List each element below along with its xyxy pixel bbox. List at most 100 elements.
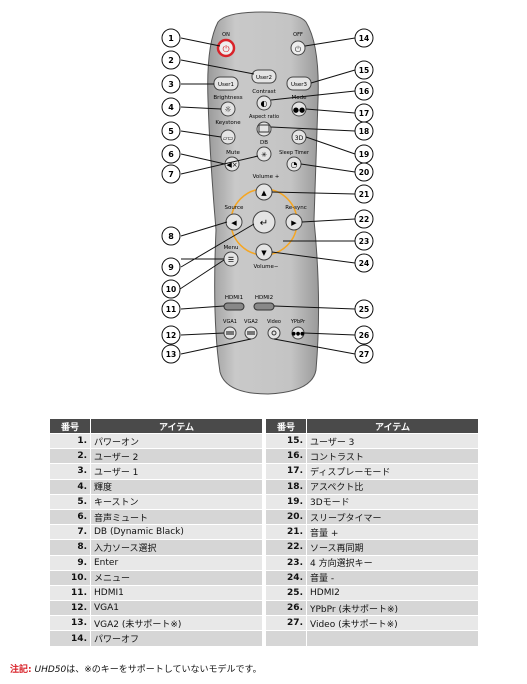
hdmi2-button[interactable] [253, 302, 275, 311]
table-row: 14.パワーオフ [49, 630, 263, 647]
enter-icon: ↵ [260, 218, 268, 229]
callout-25: 25 [359, 305, 369, 314]
table-row: 22.ソース再同期 [265, 539, 479, 556]
label-vga2: VGA2 [244, 319, 258, 325]
row-num: 12. [49, 600, 91, 617]
row-num [265, 630, 307, 647]
brightness-icon: ☼ [224, 105, 231, 114]
callout-11: 11 [166, 305, 176, 314]
aspect-ratio-icon [258, 124, 270, 133]
row-num: 13. [49, 615, 91, 632]
row-num: 3. [49, 463, 91, 480]
row-item: ソース再同期 [306, 539, 479, 556]
label-video: Video [267, 319, 281, 325]
row-item: YPbPr (未サポート※) [306, 600, 479, 617]
user2-button[interactable] [251, 69, 277, 84]
callout-17: 17 [359, 109, 369, 118]
row-num: 6. [49, 509, 91, 526]
power-on-icon: ⏻ [222, 44, 229, 55]
enter-button[interactable] [252, 210, 276, 234]
label-3d: 3D [295, 135, 304, 142]
callout-lines [180, 37, 356, 355]
hdmi1-button[interactable] [223, 302, 245, 311]
row-num: 26. [265, 600, 307, 617]
table-row: 17.ディスプレーモード [265, 463, 479, 480]
row-num: 8. [49, 539, 91, 556]
callout-4: 4 [168, 103, 174, 112]
sleep-timer-icon: ◔ [291, 160, 298, 169]
contrast-button[interactable] [256, 95, 272, 111]
table-row: 7.DB (Dynamic Black) [49, 524, 263, 541]
callout-7: 7 [168, 170, 174, 179]
label-off: OFF [293, 32, 303, 38]
note-model: UHD50 [34, 665, 67, 675]
row-num: 10. [49, 570, 91, 586]
callout-20: 20 [359, 168, 369, 177]
callout-13: 13 [166, 350, 176, 359]
row-item: 音声ミュート [90, 509, 263, 526]
row-num: 11. [49, 585, 91, 602]
vga1-icon [226, 331, 234, 335]
label-vga1: VGA1 [223, 319, 237, 325]
table-row: 15.ユーザー 3 [265, 433, 479, 450]
db-icon: ✳ [261, 151, 267, 159]
callout-26: 26 [359, 331, 369, 340]
row-num: 18. [265, 479, 307, 495]
table-row: 27.Video (未サポート※) [265, 615, 479, 632]
table-row: 9.Enter [49, 555, 263, 571]
table-row [265, 630, 479, 647]
callout-1: 1 [168, 34, 174, 43]
label-mode: Mode [292, 95, 308, 101]
row-num: 20. [265, 509, 307, 526]
table-row: 1.パワーオン [49, 433, 263, 450]
db-button[interactable] [256, 146, 272, 162]
legend-table-left: 番号 アイテム 1.パワーオン 2.ユーザー 2 3.ユーザー 1 4.輝度 5… [49, 418, 263, 647]
label-user3: User3 [291, 82, 308, 88]
row-num: 19. [265, 494, 307, 510]
row-item [306, 630, 479, 647]
label-user1: User1 [218, 82, 234, 88]
label-volume-plus: Volume + [253, 174, 280, 180]
table-row: 19.3Dモード [265, 494, 479, 510]
label-user2: User2 [256, 75, 272, 81]
row-num: 4. [49, 479, 91, 495]
row-num: 25. [265, 585, 307, 602]
row-item: HDMI2 [306, 585, 479, 602]
footnote: 注記: UHD50は、※のキーをサポートしていないモデルです。 [10, 662, 262, 675]
callout-5: 5 [168, 127, 174, 136]
row-num: 22. [265, 539, 307, 556]
row-num: 21. [265, 524, 307, 541]
table-header-row: 番号 アイテム [265, 418, 479, 434]
row-item: アスペクト比 [306, 479, 479, 495]
label-aspect-ratio: Aspect ratio [249, 114, 279, 120]
header-num: 番号 [265, 418, 307, 434]
callout-22: 22 [359, 215, 369, 224]
table-row: 16.コントラスト [265, 448, 479, 465]
callout-6: 6 [168, 150, 174, 159]
power-off-button[interactable] [290, 40, 306, 56]
row-item: 輝度 [90, 479, 263, 495]
row-item: スリープタイマー [306, 509, 479, 526]
callout-16: 16 [359, 87, 369, 96]
row-num: 14. [49, 630, 91, 647]
callout-2: 2 [168, 56, 174, 65]
legend-table-right: 番号 アイテム 15.ユーザー 3 16.コントラスト 17.ディスプレーモード… [265, 418, 479, 647]
video-button[interactable] [267, 326, 281, 340]
row-item: コントラスト [306, 448, 479, 465]
table-row: 23.4 方向選択キー [265, 555, 479, 571]
row-item: Enter [90, 555, 263, 571]
header-item: アイテム [306, 418, 479, 434]
callout-3: 3 [168, 80, 174, 89]
row-item: ユーザー 3 [306, 433, 479, 450]
row-item: HDMI1 [90, 585, 263, 602]
callouts-left: 1 2 3 4 5 6 7 8 9 10 11 12 13 [161, 28, 181, 364]
up-arrow-icon: ▲ [261, 189, 267, 197]
label-mute: Mute [226, 150, 240, 156]
header-num: 番号 [49, 418, 91, 434]
label-keystone: Keystone [215, 120, 241, 126]
table-row: 3.ユーザー 1 [49, 463, 263, 480]
power-on-button[interactable] [216, 38, 236, 58]
note-text: は、※のキーをサポートしていないモデルです。 [66, 665, 262, 675]
callout-8: 8 [168, 232, 174, 241]
user3-button[interactable] [286, 76, 312, 91]
